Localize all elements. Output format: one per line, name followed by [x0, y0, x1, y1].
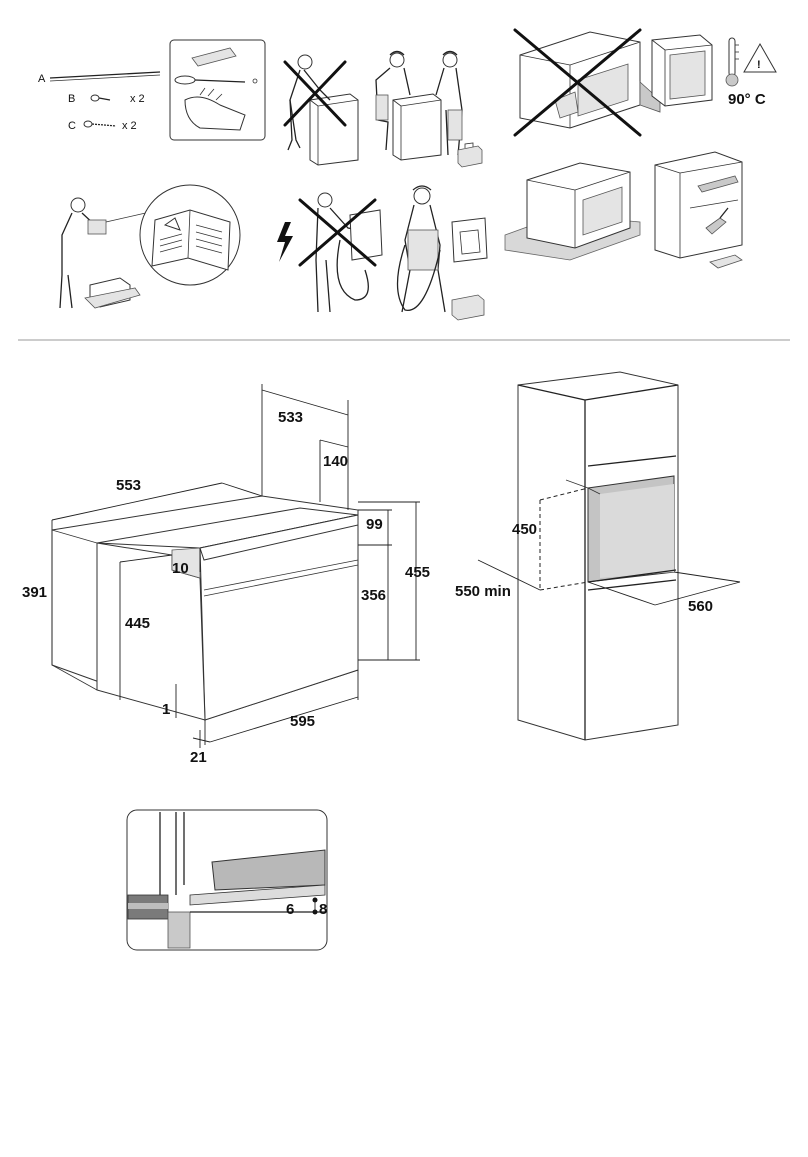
dim-595: 595 — [290, 713, 315, 730]
dim-553: 553 — [116, 477, 141, 494]
dim-550-min: 550 min — [455, 583, 511, 600]
door-lift-forbidden-panel — [513, 28, 661, 137]
dim-455: 455 — [405, 564, 430, 581]
part-c-label: C — [68, 120, 76, 132]
dim-1: 1 — [162, 701, 170, 718]
part-b-label: B — [68, 93, 75, 105]
tools-panel — [169, 39, 266, 141]
gloves-icon — [184, 87, 246, 131]
svg-text:!: ! — [757, 59, 761, 71]
toolbox-icon — [451, 294, 485, 321]
lightning-icon — [277, 222, 293, 262]
warning-triangle-icon: ! — [743, 42, 777, 73]
dim-560: 560 — [688, 598, 713, 615]
electrician-icon — [396, 185, 446, 313]
dim-140: 140 — [323, 453, 348, 470]
screwdriver-icon — [174, 75, 258, 85]
mounting-rail — [49, 71, 161, 79]
gap-detail-panel: 6 8 — [126, 809, 328, 951]
screw-c-icon — [83, 120, 117, 128]
electrical-forbidden-panel — [277, 192, 383, 313]
dim-21: 21 — [190, 749, 207, 766]
qty-b: x 2 — [130, 93, 145, 105]
two-person-lift-panel — [375, 50, 483, 168]
temperature-label: 90° C — [728, 91, 766, 108]
thermometer-icon — [725, 37, 739, 87]
brush-icon — [705, 207, 729, 235]
dim-356: 356 — [361, 587, 386, 604]
dim-533: 533 — [278, 409, 303, 426]
manual-book-icon — [151, 209, 231, 271]
screw-b-icon — [90, 94, 111, 102]
person-wiring-icon — [315, 192, 383, 313]
clean-cabinet-panel — [654, 151, 743, 269]
oven-dimension-drawing: 533 140 553 99 455 356 391 445 10 — [22, 384, 430, 766]
dustpan-icon — [709, 254, 743, 269]
dim-450: 450 — [512, 521, 537, 538]
dim-8: 8 — [319, 901, 327, 918]
worker-left-icon — [375, 50, 411, 151]
accessories-panel: A B x 2 C x 2 — [38, 71, 161, 132]
dim-445: 445 — [125, 615, 150, 632]
drill-icon — [697, 175, 739, 193]
heat-resistance-panel: ! 90° C — [651, 34, 777, 108]
worker-right-icon — [435, 50, 463, 156]
oven-box — [309, 93, 359, 166]
single-person-lift-panel — [283, 54, 359, 166]
oven-box-small-icon — [84, 277, 141, 309]
qty-c: x 2 — [122, 120, 137, 132]
spirit-level-icon — [191, 47, 237, 67]
part-a-label: A — [38, 73, 46, 85]
dim-99: 99 — [366, 516, 383, 533]
unpack-panel — [504, 162, 641, 261]
oven-box — [392, 93, 442, 161]
dim-6: 6 — [286, 901, 294, 918]
toolbox-icon — [457, 142, 483, 168]
dim-10: 10 — [172, 560, 189, 577]
dim-391: 391 — [22, 584, 47, 601]
person-reading-icon — [59, 197, 107, 309]
electrician-panel — [396, 185, 488, 321]
read-manual-panel — [59, 184, 241, 309]
cabinet-dimension-drawing: 450 550 min 560 — [455, 371, 741, 741]
